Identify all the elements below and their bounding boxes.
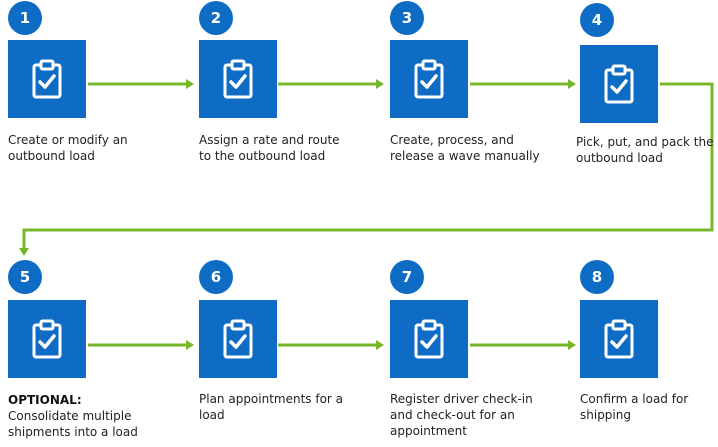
step-label: Confirm a load for shipping bbox=[580, 392, 689, 422]
step-tile bbox=[199, 40, 277, 118]
clipboard-check-icon bbox=[604, 319, 634, 359]
step-label-text: Consolidate multiple shipments into a lo… bbox=[8, 409, 138, 439]
step-label: Assign a rate and route to the outbound … bbox=[199, 133, 340, 163]
step-tile bbox=[390, 300, 468, 378]
arrow-4-to-5 bbox=[19, 82, 714, 256]
clipboard-check-icon bbox=[223, 59, 253, 99]
step-label: Pick, put, and pack the outbound load bbox=[576, 135, 714, 165]
step-number-badge: 8 bbox=[580, 260, 614, 294]
step-label: Create, process, and release a wave manu… bbox=[390, 133, 540, 163]
clipboard-check-icon bbox=[32, 319, 62, 359]
step-tile bbox=[199, 300, 277, 378]
step-label: Register driver check-in and check-out f… bbox=[390, 392, 533, 438]
step-number-badge: 1 bbox=[8, 1, 42, 35]
clipboard-check-icon bbox=[414, 319, 444, 359]
step-number-badge: 4 bbox=[580, 3, 614, 37]
step-tile bbox=[580, 300, 658, 378]
step-number-badge: 6 bbox=[199, 260, 233, 294]
step-number-badge: 3 bbox=[390, 1, 424, 35]
optional-prefix: OPTIONAL: bbox=[8, 393, 82, 407]
step-number-badge: 7 bbox=[390, 260, 424, 294]
step-tile bbox=[580, 45, 658, 123]
step-label: Plan appointments for a load bbox=[199, 392, 344, 422]
step-label: Create or modify an outbound load bbox=[8, 133, 128, 163]
step-number-badge: 5 bbox=[8, 260, 42, 294]
step-tile bbox=[390, 40, 468, 118]
clipboard-check-icon bbox=[32, 59, 62, 99]
clipboard-check-icon bbox=[604, 64, 634, 104]
clipboard-check-icon bbox=[223, 319, 253, 359]
clipboard-check-icon bbox=[414, 59, 444, 99]
step-label: OPTIONAL: Consolidate multiple shipments… bbox=[8, 392, 160, 440]
step-tile bbox=[8, 40, 86, 118]
step-tile bbox=[8, 300, 86, 378]
step-number-badge: 2 bbox=[199, 1, 233, 35]
